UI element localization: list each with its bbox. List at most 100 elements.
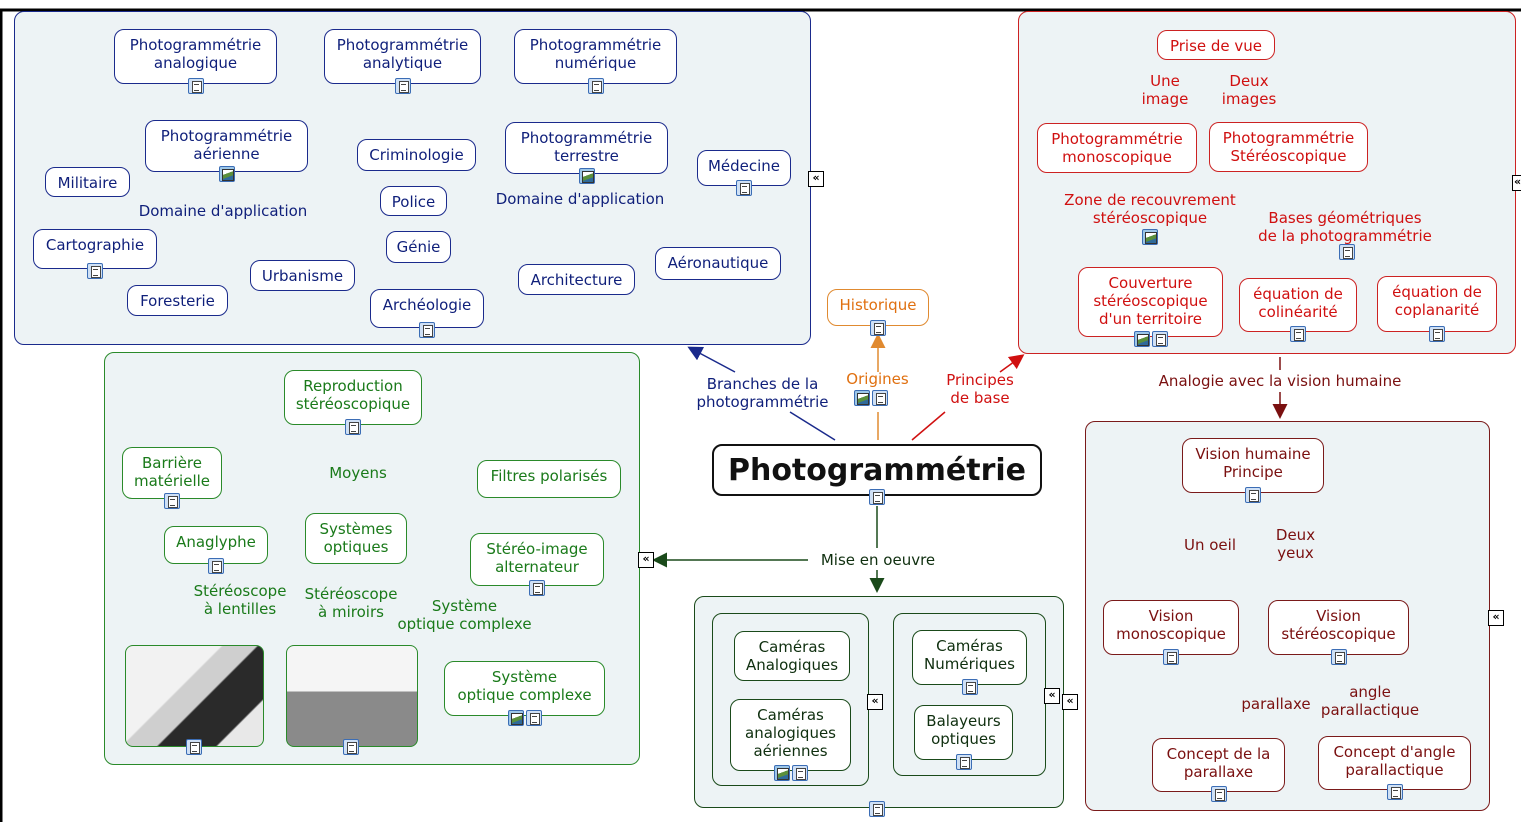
node-photogrammetrie-main[interactable]: Photogrammétrie bbox=[712, 444, 1042, 505]
document-icon[interactable] bbox=[587, 78, 604, 94]
node-genie[interactable]: Génie bbox=[386, 231, 451, 263]
document-icon[interactable] bbox=[1151, 331, 1168, 347]
document-icon[interactable] bbox=[1245, 487, 1261, 503]
label-angle-parallactique: angle parallactique bbox=[1320, 683, 1420, 719]
document-icon[interactable] bbox=[87, 263, 103, 279]
document-icon[interactable] bbox=[525, 710, 542, 726]
node-militaire[interactable]: Militaire bbox=[45, 167, 130, 197]
document-icon[interactable] bbox=[164, 493, 180, 509]
document-icon[interactable] bbox=[791, 765, 808, 781]
document-icon[interactable] bbox=[343, 739, 359, 755]
label-systeme-optique-complexe: Système optique complexe bbox=[397, 597, 532, 633]
node-photogrammetrie-terrestre[interactable]: Photogrammétrie terrestre bbox=[505, 122, 668, 184]
stereoscope-lentilles-photo[interactable] bbox=[125, 645, 264, 747]
node-balayeurs-optiques[interactable]: Balayeurs optiques bbox=[914, 705, 1013, 770]
node-couverture-stereoscopique[interactable]: Couverture stéréoscopique d'un territoir… bbox=[1078, 267, 1223, 347]
node-reproduction-stereoscopique[interactable]: Reproduction stéréoscopique bbox=[284, 370, 422, 435]
node-medecine[interactable]: Médecine bbox=[697, 150, 791, 196]
document-icon[interactable] bbox=[419, 322, 435, 338]
document-icon[interactable] bbox=[345, 419, 361, 435]
node-systemes-optiques[interactable]: Systèmes optiques bbox=[305, 513, 407, 564]
image-icon[interactable] bbox=[773, 765, 790, 781]
document-icon[interactable] bbox=[1290, 326, 1306, 342]
node-vision-monoscopique[interactable]: Vision monoscopique bbox=[1103, 600, 1239, 665]
node-vision-stereoscopique[interactable]: Vision stéréoscopique bbox=[1268, 600, 1409, 665]
collapse-icon[interactable]: « bbox=[1488, 610, 1504, 626]
collapse-icon[interactable]: « bbox=[638, 552, 654, 568]
node-prise-de-vue[interactable]: Prise de vue bbox=[1157, 30, 1275, 60]
node-archeologie[interactable]: Archéologie bbox=[370, 289, 484, 338]
node-barriere-materielle[interactable]: Barrière matérielle bbox=[122, 447, 222, 509]
label-deux-images: Deux images bbox=[1221, 72, 1277, 108]
node-anaglyphe[interactable]: Anaglyphe bbox=[164, 526, 268, 574]
node-cameras-analogiques[interactable]: Caméras Analogiques bbox=[734, 631, 850, 681]
node-police[interactable]: Police bbox=[380, 186, 447, 216]
image-icon[interactable] bbox=[218, 166, 235, 182]
document-icon[interactable] bbox=[1339, 244, 1355, 260]
node-vision-humaine[interactable]: Vision humaine Principe bbox=[1182, 438, 1324, 503]
label-deux-yeux: Deux yeux bbox=[1275, 526, 1316, 562]
node-urbanisme[interactable]: Urbanisme bbox=[250, 260, 355, 291]
label-branches: Branches de la photogrammétrie bbox=[696, 375, 829, 411]
label-parallaxe: parallaxe bbox=[1241, 695, 1311, 713]
label-principes: Principes de base bbox=[946, 371, 1014, 407]
node-concept-parallaxe[interactable]: Concept de la parallaxe bbox=[1152, 738, 1285, 802]
document-icon[interactable] bbox=[1330, 649, 1347, 665]
node-filtres-polarises[interactable]: Filtres polarisés bbox=[477, 460, 621, 498]
document-icon[interactable] bbox=[869, 489, 885, 505]
document-icon[interactable] bbox=[872, 390, 888, 406]
label-origines: Origines bbox=[846, 370, 909, 388]
stereoscope-miroirs-photo[interactable] bbox=[286, 645, 418, 747]
collapse-icon[interactable]: « bbox=[808, 171, 824, 187]
document-icon[interactable] bbox=[1163, 649, 1179, 665]
node-concept-angle[interactable]: Concept d'angle parallactique bbox=[1318, 736, 1471, 800]
node-equation-colinearite[interactable]: équation de colinéarité bbox=[1239, 278, 1357, 342]
node-cameras-analogiques-aeriennes[interactable]: Caméras analogiques aériennes bbox=[730, 699, 851, 781]
document-icon[interactable] bbox=[870, 320, 886, 336]
document-icon[interactable] bbox=[955, 754, 972, 770]
document-icon[interactable] bbox=[1210, 786, 1227, 802]
node-architecture[interactable]: Architecture bbox=[518, 264, 635, 295]
node-aeronautique[interactable]: Aéronautique bbox=[655, 247, 781, 280]
label-domaine-application-2: Domaine d'application bbox=[495, 190, 665, 208]
collapse-icon[interactable]: « bbox=[1044, 688, 1060, 704]
document-icon[interactable] bbox=[869, 801, 885, 817]
document-icon[interactable] bbox=[1429, 326, 1445, 342]
document-icon[interactable] bbox=[1386, 784, 1403, 800]
document-icon[interactable] bbox=[186, 739, 202, 755]
label-zone-recouvrement: Zone de recouvrement stéréoscopique bbox=[1064, 191, 1236, 227]
node-photogrammetrie-aerienne[interactable]: Photogrammétrie aérienne bbox=[145, 120, 308, 182]
image-icon[interactable] bbox=[1142, 229, 1158, 245]
node-cameras-numeriques[interactable]: Caméras Numériques bbox=[912, 630, 1027, 695]
node-foresterie[interactable]: Foresterie bbox=[127, 285, 228, 316]
node-criminologie[interactable]: Criminologie bbox=[357, 139, 476, 171]
image-icon[interactable] bbox=[507, 710, 524, 726]
node-historique[interactable]: Historique bbox=[827, 289, 929, 336]
collapse-icon[interactable]: « bbox=[867, 694, 883, 710]
node-photogrammetrie-monoscopique[interactable]: Photogrammétrie monoscopique bbox=[1037, 123, 1197, 173]
image-icon[interactable] bbox=[578, 168, 595, 184]
collapse-icon[interactable]: « bbox=[1062, 694, 1078, 710]
node-cartographie[interactable]: Cartographie bbox=[33, 229, 157, 279]
node-photogrammetrie-analogique[interactable]: Photogrammétrie analogique bbox=[114, 29, 277, 94]
label-stereoscope-miroirs: Stéréoscope à miroirs bbox=[304, 585, 398, 621]
label-moyens: Moyens bbox=[329, 464, 387, 482]
label-analogie: Analogie avec la vision humaine bbox=[1140, 372, 1420, 390]
node-photogrammetrie-stereoscopique[interactable]: Photogrammétrie Stéréoscopique bbox=[1209, 122, 1368, 172]
document-icon[interactable] bbox=[736, 180, 752, 196]
collapse-icon[interactable]: « bbox=[1512, 175, 1521, 191]
image-icon[interactable] bbox=[1133, 331, 1150, 347]
document-icon[interactable] bbox=[961, 679, 978, 695]
document-icon[interactable] bbox=[187, 78, 204, 94]
image-icon[interactable] bbox=[854, 390, 870, 406]
document-icon[interactable] bbox=[208, 558, 224, 574]
document-icon[interactable] bbox=[529, 580, 545, 596]
node-systeme-optique-complexe[interactable]: Système optique complexe bbox=[444, 661, 605, 726]
label-mise-en-oeuvre: Mise en oeuvre bbox=[808, 551, 948, 569]
label-une-image: Une image bbox=[1141, 72, 1189, 108]
node-equation-coplanarite[interactable]: équation de coplanarité bbox=[1377, 276, 1497, 342]
node-stereo-image-alternateur[interactable]: Stéréo-image alternateur bbox=[470, 533, 604, 596]
node-photogrammetrie-numerique[interactable]: Photogrammétrie numérique bbox=[514, 29, 677, 94]
document-icon[interactable] bbox=[394, 78, 411, 94]
node-photogrammetrie-analytique[interactable]: Photogrammétrie analytique bbox=[324, 29, 481, 94]
